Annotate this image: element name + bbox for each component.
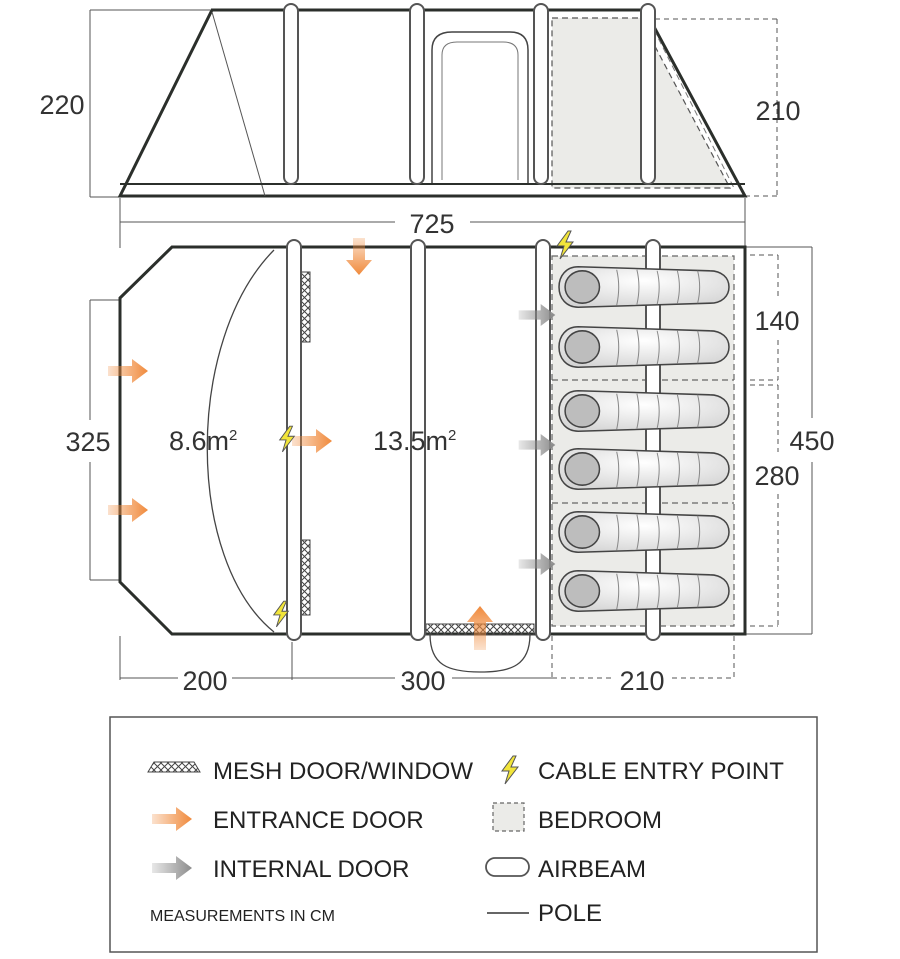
airbeam-side-1 bbox=[283, 3, 299, 185]
sleeping-bag-icon bbox=[558, 265, 730, 309]
sleeping-bag-icon bbox=[558, 389, 730, 433]
total-length-dimension: 725 bbox=[119, 198, 746, 248]
legend: MESH DOOR/WINDOW ENTRANCE DOOR INTERNAL … bbox=[109, 716, 818, 953]
bedroom-large-width-label: 280 bbox=[754, 461, 799, 491]
entrance-arrow-icon bbox=[346, 238, 372, 275]
airbeam-icon bbox=[485, 857, 530, 877]
legend-bedroom-label: BEDROOM bbox=[538, 807, 662, 834]
sleeping-bag-icon bbox=[558, 447, 730, 491]
legend-pole-label: POLE bbox=[538, 900, 602, 927]
porch-area-label: 8.6m2 bbox=[169, 426, 237, 456]
legend-internal-label: INTERNAL DOOR bbox=[213, 856, 409, 883]
entrance-arrow-icon bbox=[467, 606, 493, 650]
front-width-label: 325 bbox=[65, 427, 110, 457]
sleeping-bag-icon bbox=[558, 569, 730, 613]
bedroom-small-width-label: 140 bbox=[754, 306, 799, 336]
airbeam-side-4 bbox=[640, 3, 656, 185]
sleeping-bag-icon bbox=[558, 325, 730, 369]
bottom-dimensions: 200 300 210 bbox=[119, 636, 735, 696]
airbeam-side-2 bbox=[409, 3, 425, 185]
porch-door-curve bbox=[206, 249, 275, 633]
legend-cable-label: CABLE ENTRY POINT bbox=[538, 758, 784, 785]
airbeam-side-3 bbox=[533, 3, 549, 185]
legend-entrance-label: ENTRANCE DOOR bbox=[213, 807, 424, 834]
legend-units-note: MEASUREMENTS IN CM bbox=[150, 908, 335, 925]
height-rear-label: 210 bbox=[755, 96, 800, 126]
total-length-label: 725 bbox=[409, 209, 454, 239]
bedroom-floor-area bbox=[551, 255, 735, 627]
mesh-icon bbox=[147, 761, 201, 773]
bedroom-icon bbox=[492, 802, 525, 832]
legend-mesh-label: MESH DOOR/WINDOW bbox=[213, 758, 473, 785]
airbeam-floor-2 bbox=[410, 239, 426, 641]
bedroom-length-label: 210 bbox=[619, 666, 664, 696]
side-elevation: 220 210 bbox=[39, 3, 801, 198]
living-area-label: 13.5m2 bbox=[373, 426, 456, 456]
legend-box bbox=[109, 716, 818, 953]
sleeping-bag-icon bbox=[558, 510, 730, 554]
legend-airbeam-label: AIRBEAM bbox=[538, 856, 646, 883]
total-width-label: 450 bbox=[789, 426, 834, 456]
living-length-label: 300 bbox=[400, 666, 445, 696]
height-front-label: 220 bbox=[39, 90, 84, 120]
porch-length-label: 200 bbox=[182, 666, 227, 696]
floor-plan: 325 450 140 280 bbox=[65, 230, 835, 673]
